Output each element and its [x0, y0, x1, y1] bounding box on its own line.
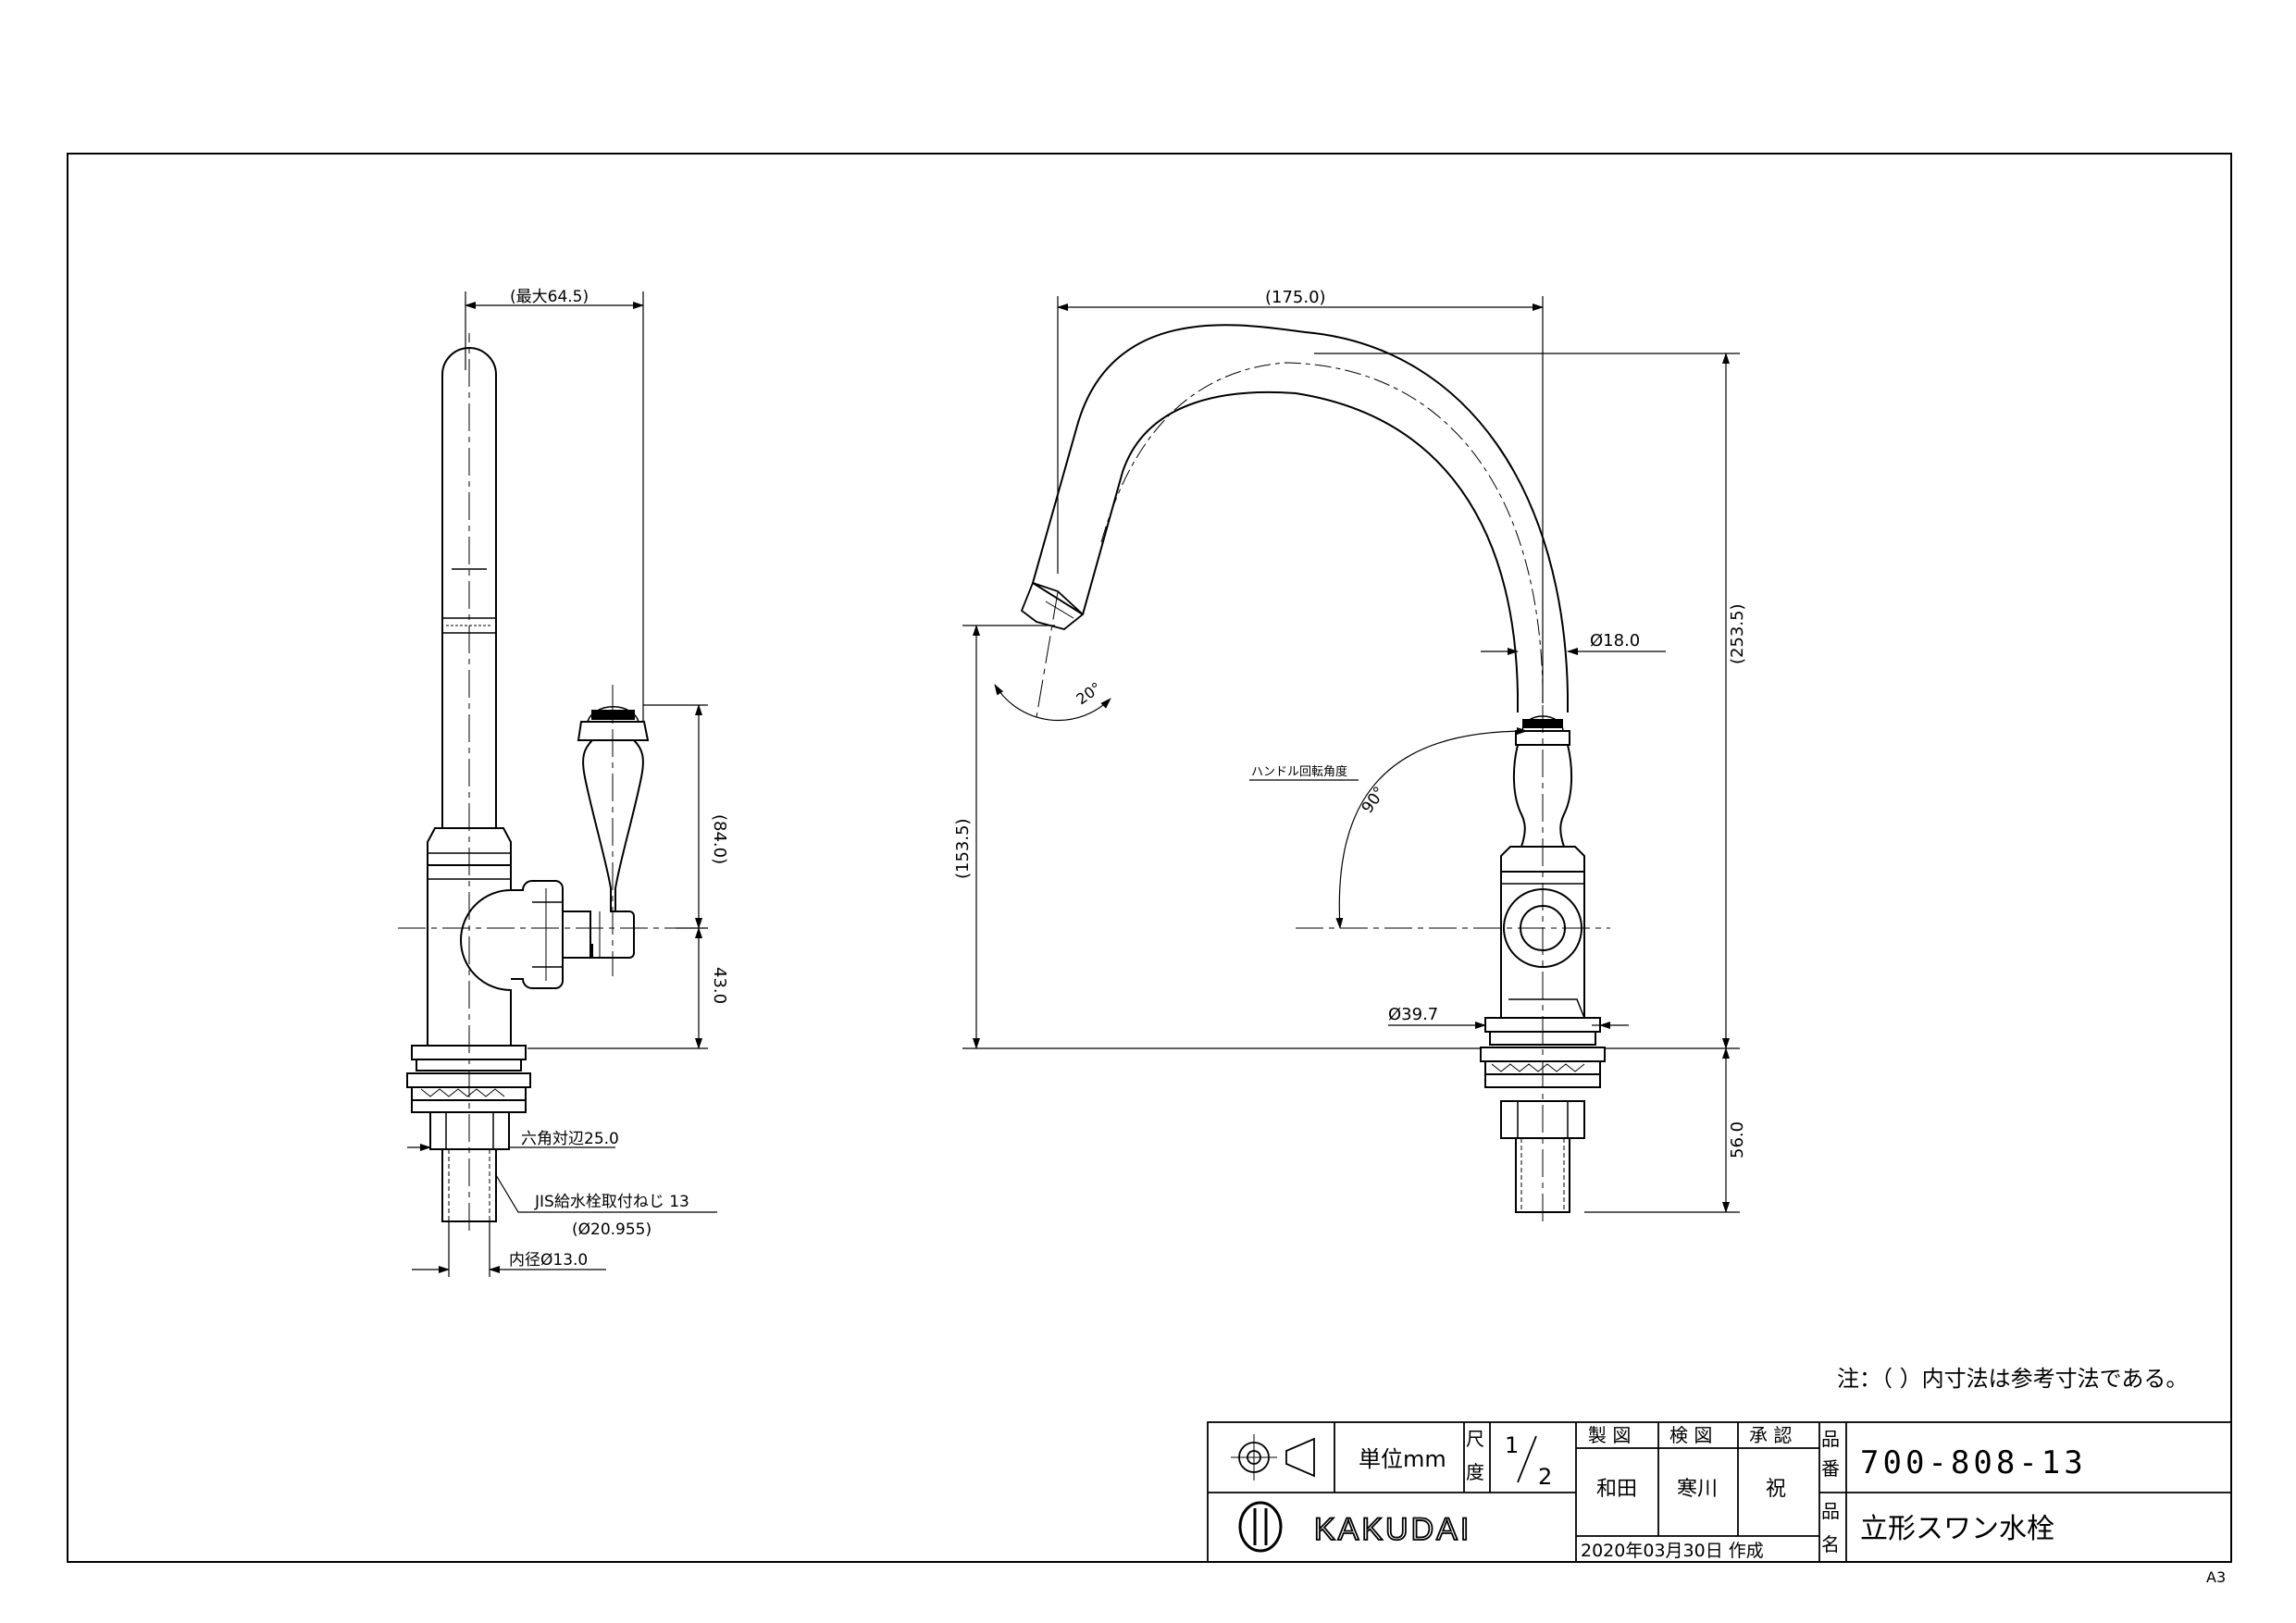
dim-spout-diameter: Ø18.0 [1590, 631, 1640, 650]
swan-spout-outer [1032, 324, 1569, 712]
part-name-label-a: 品 [1821, 1500, 1840, 1522]
side-body [427, 865, 512, 1047]
angle-spout-arc [994, 684, 1111, 722]
dim-body-height: 43.0 [710, 967, 729, 1004]
side-view [406, 347, 650, 1222]
drawing-border [67, 153, 2232, 1563]
made-by: 和田 [1596, 1478, 1637, 1501]
part-no-label-a: 品 [1821, 1428, 1840, 1450]
brand-text: KAKUDAI [1314, 1512, 1471, 1547]
thread-sub: (Ø20.955) [572, 1220, 652, 1239]
scale-label-top: 尺 [1466, 1428, 1484, 1450]
unit-label: 単位mm [1359, 1446, 1446, 1472]
front-view [1020, 324, 1606, 1213]
part-no: 700-808-13 [1860, 1444, 2087, 1481]
paper-size: A3 [2206, 1568, 2226, 1586]
dim-shank: 56.0 [1728, 1121, 1747, 1158]
kakudai-logo: KAKUDAI [1238, 1501, 1471, 1553]
dimension-note: 注：（ ）内寸法は参考寸法である。 [1837, 1366, 2188, 1392]
angle-handle: 90° [1359, 784, 1390, 817]
part-name: 立形スワン水栓 [1860, 1513, 2054, 1545]
dim-reach: (175.0) [1265, 288, 1326, 307]
scale-label-bottom: 度 [1466, 1461, 1484, 1483]
hex-label: 六角対辺25.0 [521, 1130, 619, 1148]
part-name-label-b: 名 [1821, 1533, 1840, 1555]
checked-by: 寒川 [1677, 1478, 1718, 1501]
angle-spout: 20° [1073, 678, 1104, 708]
made-label: 製 図 [1588, 1424, 1631, 1446]
scale-num: 1 [1505, 1432, 1519, 1458]
thread-label: JIS給水栓取付ねじ 13 [534, 1193, 689, 1211]
dim-spout-height: (153.5) [953, 818, 973, 879]
spout-tip [1020, 581, 1085, 630]
dim-base-diameter: Ø39.7 [1388, 1005, 1438, 1024]
dim-total-height: (253.5) [1728, 603, 1747, 664]
angle-handle-arc [1335, 727, 1528, 929]
swan-spout-inner [1082, 390, 1519, 712]
dim-max-width: (最大64.5) [510, 288, 589, 306]
approved-by: 祝 [1766, 1478, 1786, 1501]
part-no-label-b: 番 [1821, 1457, 1840, 1480]
valve-nut [511, 880, 564, 989]
handle-rotation-label: ハンドル回転角度 [1251, 764, 1347, 779]
checked-label: 検 図 [1669, 1424, 1712, 1446]
approved-label: 承 認 [1749, 1424, 1792, 1446]
side-handle [582, 739, 644, 959]
dim-handle-height: (84.0) [710, 814, 729, 864]
drawing-date: 2020年03月30日 作成 [1581, 1541, 1764, 1561]
inner-diameter: 内径Ø13.0 [509, 1251, 588, 1270]
title-block [1207, 1421, 2232, 1563]
scale-den: 2 [1538, 1464, 1552, 1490]
